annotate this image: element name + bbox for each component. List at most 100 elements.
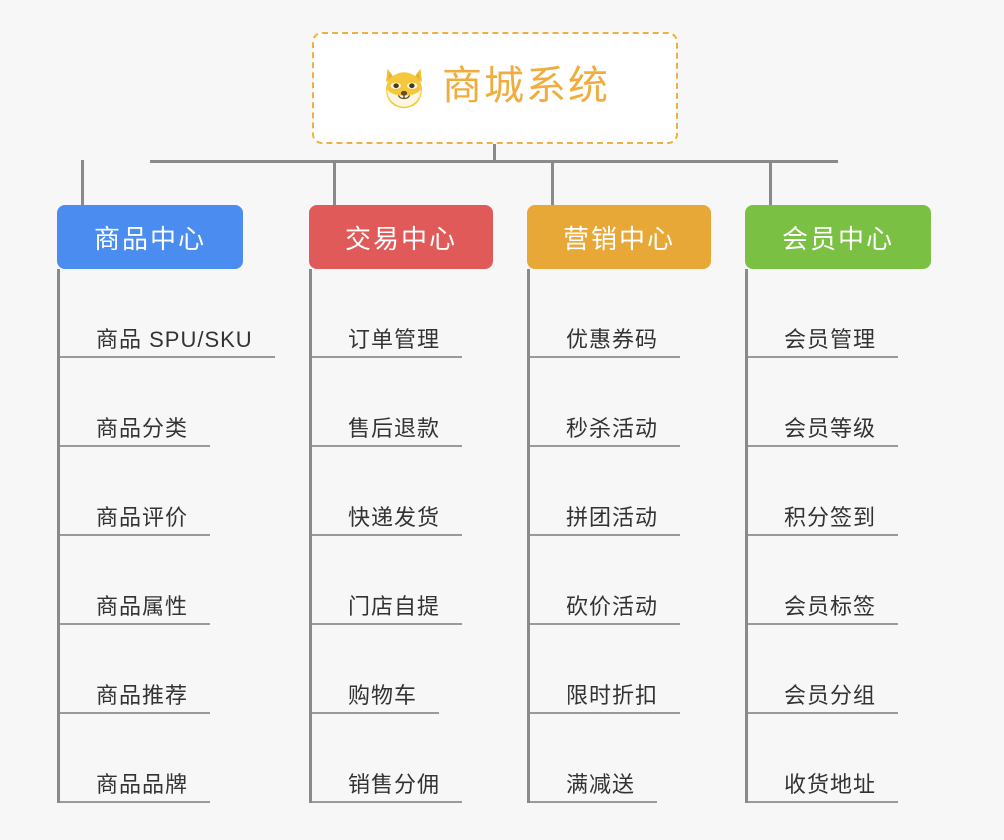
category-drop-connector-3: [769, 160, 772, 205]
leaf-list-0: 商品 SPU/SKU 商品分类商品评价商品属性商品推荐商品品牌: [57, 269, 275, 803]
leaf-label: 商品分类: [96, 415, 189, 441]
leaf-label: 满减送: [566, 771, 636, 797]
leaf-list-3: 会员管理会员等级积分签到会员标签会员分组收货地址: [745, 269, 899, 803]
leaf-inner: 门店自提: [312, 593, 463, 625]
category-column-0: 商品中心商品 SPU/SKU 商品分类商品评价商品属性商品推荐商品品牌: [57, 205, 275, 803]
leaf-underline: [530, 623, 681, 625]
leaf-label: 积分签到: [784, 504, 877, 530]
leaf-underline: [312, 801, 463, 803]
leaf-item[interactable]: 优惠券码: [527, 269, 681, 358]
leaf-label: 商品 SPU/SKU: [96, 326, 253, 352]
leaf-inner: 商品品牌: [60, 771, 211, 803]
leaf-label: 商品品牌: [96, 771, 189, 797]
leaf-label: 限时折扣: [566, 682, 659, 708]
leaf-label: 快递发货: [348, 504, 441, 530]
leaf-inner: 商品评价: [60, 505, 211, 536]
leaf-label: 购物车: [348, 682, 418, 708]
leaf-label: 售后退款: [348, 415, 441, 441]
leaf-label: 拼团活动: [566, 504, 659, 530]
leaf-item[interactable]: 订单管理: [309, 269, 463, 358]
category-label: 会员中心: [781, 223, 894, 254]
category-drop-connector-2: [551, 160, 554, 205]
leaf-inner: 拼团活动: [530, 504, 681, 536]
leaf-item[interactable]: 拼团活动: [527, 447, 681, 536]
leaf-underline: [748, 801, 899, 803]
leaf-item[interactable]: 商品推荐: [57, 625, 275, 714]
shiba-dog-icon: [386, 68, 422, 109]
leaf-underline: [312, 712, 440, 714]
leaf-inner: 快递发货: [312, 504, 463, 536]
leaf-label: 订单管理: [348, 326, 441, 352]
leaf-inner: 购物车: [312, 682, 440, 714]
leaf-item[interactable]: 积分签到: [745, 447, 899, 536]
leaf-underline: [312, 356, 463, 358]
leaf-underline: [530, 356, 681, 358]
leaf-item[interactable]: 收货地址: [745, 714, 899, 803]
leaf-underline: [530, 534, 681, 536]
leaf-label: 会员标签: [784, 593, 877, 619]
root-node[interactable]: 商城系统: [312, 32, 678, 144]
leaf-inner: 秒杀活动: [530, 415, 681, 447]
leaf-label: 门店自提: [348, 593, 441, 619]
leaf-item[interactable]: 门店自提: [309, 536, 463, 625]
leaf-inner: 销售分佣: [312, 771, 463, 803]
leaf-item[interactable]: 秒杀活动: [527, 358, 681, 447]
category-label: 营销中心: [562, 223, 675, 254]
leaf-list-2: 优惠券码秒杀活动拼团活动砍价活动限时折扣满减送: [527, 269, 681, 803]
leaf-item[interactable]: 砍价活动: [527, 536, 681, 625]
leaf-inner: 积分签到: [748, 504, 899, 536]
leaf-item[interactable]: 会员分组: [745, 625, 899, 714]
leaf-item[interactable]: 满减送: [527, 714, 680, 803]
leaf-inner: 售后退款: [312, 415, 463, 447]
leaf-underline: [312, 445, 463, 447]
leaf-item[interactable]: 限时折扣: [527, 625, 681, 714]
category-drop-connector-0: [81, 160, 84, 205]
leaf-inner: 会员标签: [748, 593, 899, 625]
leaf-inner: 砍价活动: [530, 594, 681, 625]
category-header-1[interactable]: 交易中心: [309, 205, 493, 269]
leaf-label: 收货地址: [784, 771, 877, 797]
leaf-underline: [312, 623, 463, 625]
leaf-inner: 会员等级: [748, 416, 899, 447]
leaf-underline: [530, 801, 658, 803]
leaf-item[interactable]: 销售分佣: [309, 714, 463, 803]
leaf-label: 秒杀活动: [566, 415, 659, 441]
leaf-list-1: 订单管理售后退款快递发货门店自提购物车销售分佣: [309, 269, 463, 803]
leaf-underline: [60, 534, 211, 536]
leaf-item[interactable]: 商品分类: [57, 358, 275, 447]
leaf-item[interactable]: 会员等级: [745, 358, 899, 447]
leaf-inner: 收货地址: [748, 771, 899, 803]
leaf-underline: [748, 623, 899, 625]
leaf-underline: [60, 801, 211, 803]
leaf-item[interactable]: 商品 SPU/SKU: [57, 269, 275, 358]
leaf-item[interactable]: 商品评价: [57, 447, 275, 536]
leaf-item[interactable]: 快递发货: [309, 447, 463, 536]
leaf-underline: [60, 623, 211, 625]
category-trunk-0: [57, 269, 60, 803]
leaf-label: 优惠券码: [566, 326, 659, 352]
leaf-item[interactable]: 售后退款: [309, 358, 463, 447]
leaf-underline: [60, 445, 211, 447]
leaf-item[interactable]: 购物车: [309, 625, 462, 714]
leaf-item[interactable]: 会员管理: [745, 269, 899, 358]
leaf-inner: 商品分类: [60, 415, 211, 447]
leaf-underline: [530, 445, 681, 447]
leaf-underline: [748, 712, 899, 714]
category-header-0[interactable]: 商品中心: [57, 205, 243, 269]
category-trunk-3: [745, 269, 748, 803]
category-column-1: 交易中心订单管理售后退款快递发货门店自提购物车销售分佣: [309, 205, 493, 803]
leaf-item[interactable]: 会员标签: [745, 536, 899, 625]
leaf-inner: 商品推荐: [60, 683, 211, 714]
horizontal-bus-connector: [150, 160, 838, 163]
leaf-item[interactable]: 商品品牌: [57, 714, 275, 803]
category-header-2[interactable]: 营销中心: [527, 205, 711, 269]
leaf-inner: 商品 SPU/SKU: [60, 326, 275, 358]
leaf-item[interactable]: 商品属性: [57, 536, 275, 625]
category-trunk-1: [309, 269, 312, 803]
leaf-underline: [60, 712, 211, 714]
category-header-3[interactable]: 会员中心: [745, 205, 931, 269]
leaf-label: 商品属性: [96, 593, 189, 619]
leaf-inner: 会员管理: [748, 327, 899, 358]
leaf-label: 销售分佣: [348, 771, 441, 797]
